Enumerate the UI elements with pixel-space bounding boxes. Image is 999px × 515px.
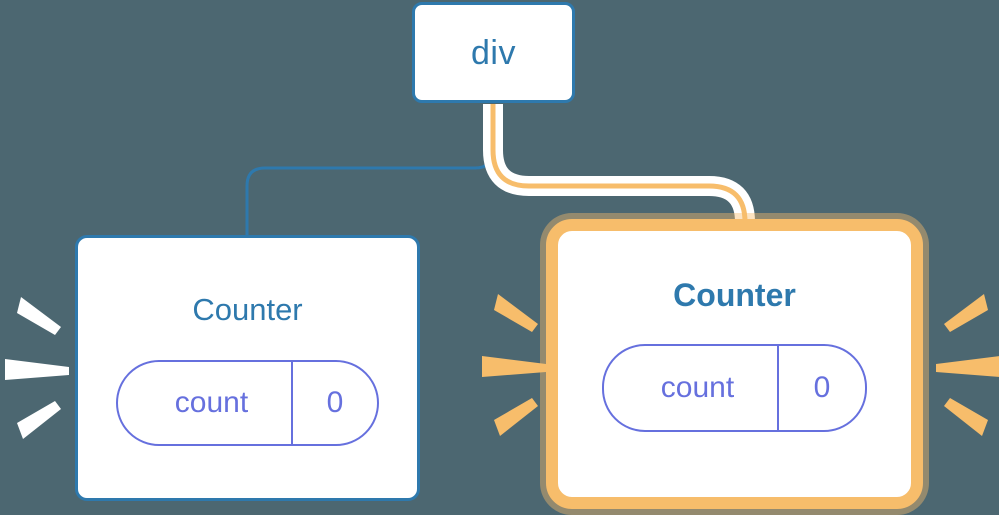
node-div[interactable]: div <box>412 2 575 103</box>
node-counter-right[interactable]: Counter count 0 <box>546 219 923 509</box>
sparkle-ray-middle <box>482 356 546 377</box>
sparkle-ray-bottom <box>17 401 61 439</box>
sparkle-middle-orange <box>482 294 546 436</box>
edge-div-to-counter-left <box>245 104 495 238</box>
sparkle-ray-top <box>944 294 988 332</box>
counter-right-state-pill: count 0 <box>602 344 867 432</box>
counter-right-state-value: 0 <box>813 371 831 404</box>
node-counter-left[interactable]: Counter count 0 <box>75 235 420 501</box>
sparkle-right-orange <box>936 294 999 436</box>
counter-left-state-key: count <box>118 362 293 444</box>
sparkle-ray-top <box>17 297 61 335</box>
sparkle-left-white <box>5 297 69 439</box>
counter-right-state-key: count <box>604 346 779 430</box>
sparkle-ray-middle <box>936 356 999 377</box>
counter-right-title: Counter <box>673 277 796 313</box>
sparkle-ray-top <box>494 294 538 332</box>
counter-left-state-value: 0 <box>326 386 344 419</box>
sparkle-ray-middle <box>5 359 69 380</box>
counter-left-state-pill: count 0 <box>116 360 379 446</box>
sparkle-ray-bottom <box>494 398 538 436</box>
sparkle-ray-bottom <box>944 398 988 436</box>
counter-left-title: Counter <box>192 292 303 327</box>
node-div-label: div <box>471 33 516 72</box>
